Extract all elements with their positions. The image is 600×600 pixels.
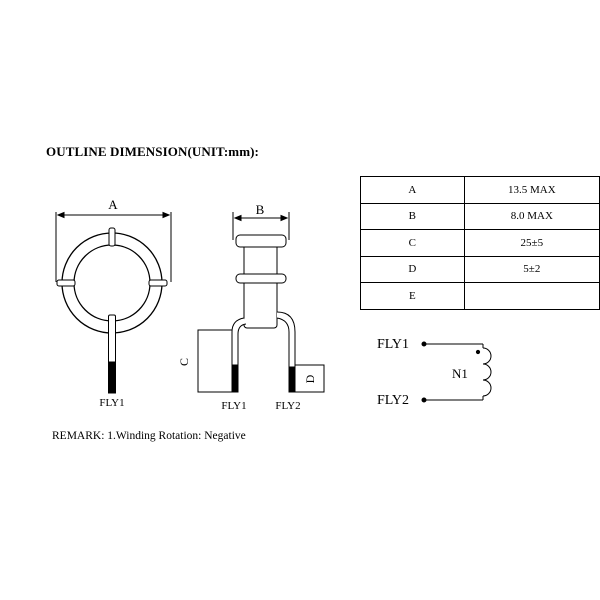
lead-tinned-end-right [288,366,296,393]
dim-value-cell: 8.0 MAX [463,202,600,230]
dim-key-cell: B [360,202,465,230]
toroid-side-view [197,212,325,393]
pin-dot-fly1 [421,341,427,347]
top-view-lead-label: FLY1 [99,397,124,409]
dim-key-cell: D [360,255,465,283]
dim-arrow [280,214,289,222]
winding-clip-right [148,279,168,287]
remark-text: REMARK: 1.Winding Rotation: Negative [52,430,246,442]
dim-c-bracket [197,329,232,393]
dim-value-cell [463,282,600,310]
dim-value-cell: 13.5 MAX [463,176,600,204]
lead-tinned-end-left [231,364,239,393]
dim-arrow [56,211,65,219]
winding-clip-left [56,279,76,287]
winding-schematic [421,341,492,403]
inductor-coil [482,347,492,397]
lead-tinned-end [108,361,116,394]
toroid-top-view [55,211,172,394]
dim-b-label: B [256,202,265,217]
core-side-body [243,239,278,329]
table-row: B 8.0 MAX [360,202,600,230]
table-row: E [360,282,600,310]
side-view-lead-2-label: FLY2 [275,400,300,412]
core-top-flange [235,234,287,248]
outline-dimension-title: OUTLINE DIMENSION(UNIT:mm): [46,144,259,159]
dim-d-bracket [295,364,325,393]
dim-arrow [233,214,242,222]
pin-dot-fly2 [421,397,427,403]
dim-value-cell: 25±5 [463,229,600,257]
dim-key-cell: A [360,176,465,204]
dim-a-label: A [108,197,118,212]
dim-arrow [162,211,171,219]
table-row: A 13.5 MAX [360,176,600,204]
core-mid-flange [235,273,287,284]
side-view-lead-1-label: FLY1 [221,400,246,412]
table-row: D 5±2 [360,255,600,283]
toroid-inner-ring [73,244,151,322]
dimension-table: A 13.5 MAX B 8.0 MAX C 25±5 D 5±2 E [360,176,600,310]
winding-clip-top [108,227,116,247]
dim-key-cell: C [360,229,465,257]
schematic-pin-fly2-label: FLY2 [377,393,409,408]
winding-label: N1 [452,366,468,381]
dim-d-label: D [303,374,317,383]
winding-polarity-dot [475,349,481,355]
dim-c-label: C [177,358,191,366]
table-row: C 25±5 [360,229,600,257]
schematic-pin-fly1-label: FLY1 [377,337,409,352]
